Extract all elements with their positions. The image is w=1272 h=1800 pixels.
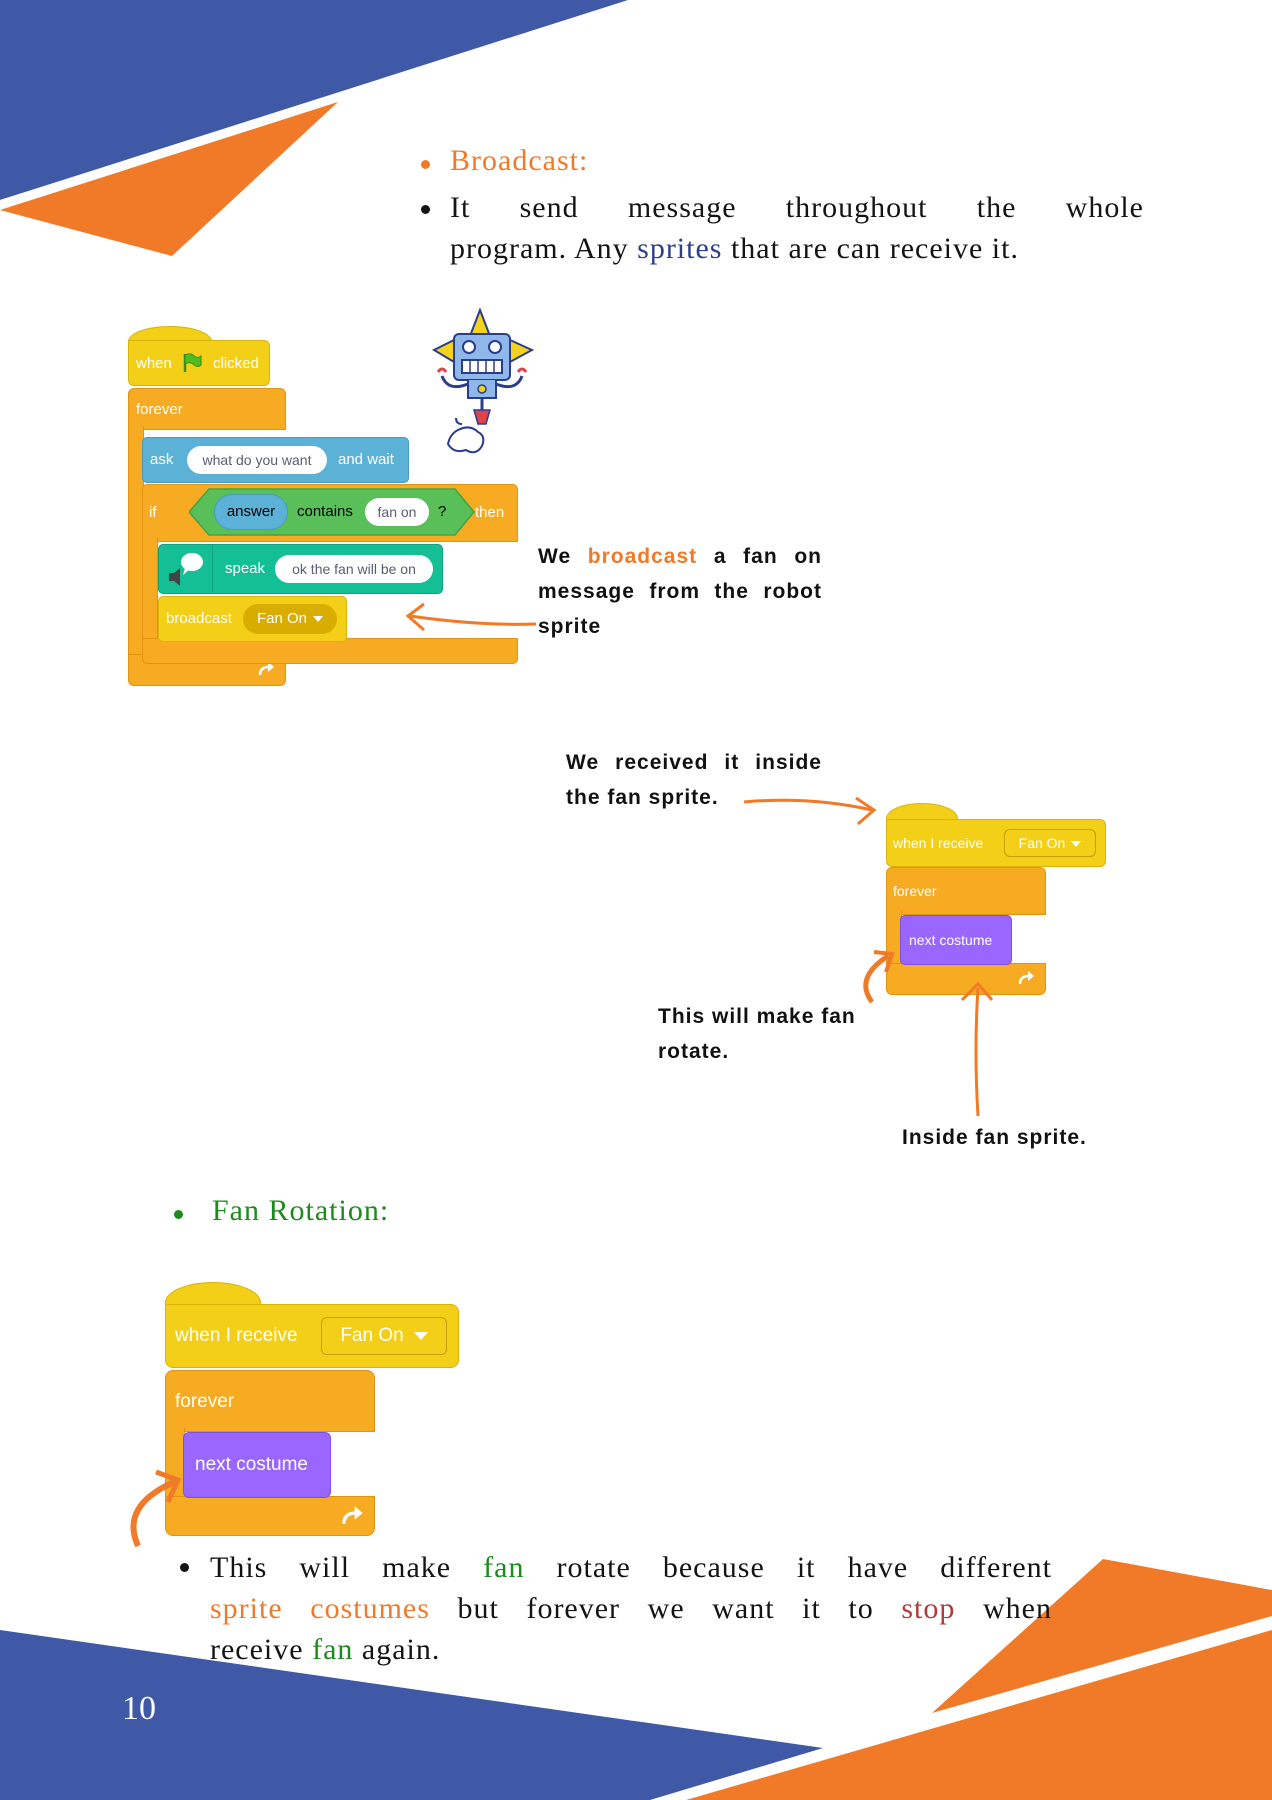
- top-blue-triangle: [0, 0, 628, 200]
- contains-input[interactable]: fan on: [365, 498, 429, 526]
- when-i-receive-label: when I receive: [175, 1325, 298, 1346]
- green-flag-icon: [183, 353, 202, 372]
- broadcast-highlight: broadcast: [587, 545, 698, 568]
- message-dropdown[interactable]: Fan On: [1004, 829, 1096, 857]
- loop-arrow-icon: [258, 662, 274, 676]
- when-i-receive-block[interactable]: when I receive Fan On: [886, 819, 1106, 867]
- arrow-up-icon: [960, 981, 994, 1117]
- para-text: again.: [353, 1633, 441, 1666]
- bullet-broadcast-desc: [421, 205, 430, 214]
- para-text: receive: [210, 1633, 313, 1666]
- fan-highlight: fan: [312, 1633, 354, 1666]
- forever-label: forever: [893, 883, 937, 899]
- ask-label: ask: [150, 451, 174, 468]
- fan-script-small: when I receive Fan On forever next costu…: [885, 803, 1106, 1003]
- message-value: Fan On: [1018, 835, 1066, 851]
- robot-sprite-image: [431, 307, 535, 454]
- when-i-receive-block[interactable]: when I receive Fan On: [165, 1304, 459, 1368]
- next-costume-label: next costume: [195, 1454, 308, 1475]
- broadcast-desc-line1: It send message throughout the whole: [450, 191, 1144, 224]
- sprites-highlight: sprites: [637, 232, 723, 265]
- loop-arrow-icon: [1018, 971, 1034, 985]
- robot-script: when clicked forever ask what do you wan…: [127, 326, 518, 706]
- chevron-down-icon: [1071, 841, 1082, 848]
- forever-bottom: [165, 1496, 375, 1536]
- answer-reporter[interactable]: answer: [214, 494, 288, 530]
- bottom-line2: sprite costumes but forever we want it t…: [210, 1588, 1052, 1629]
- arrow-to-broadcast-icon: [405, 602, 537, 632]
- loop-arrow-icon: [342, 1506, 363, 1524]
- fan-rotation-heading: Fan Rotation:: [212, 1194, 390, 1227]
- message-dropdown[interactable]: Fan On: [321, 1317, 447, 1355]
- chevron-down-icon: [413, 1331, 428, 1340]
- clicked-label: clicked: [213, 355, 259, 372]
- next-costume-block[interactable]: next costume: [183, 1432, 331, 1498]
- para-text: rotate because it have different: [524, 1551, 1052, 1584]
- bottom-paragraph: This will make fan rotate because it hav…: [210, 1547, 1052, 1670]
- desc-text: that are can receive it.: [722, 232, 1019, 265]
- when-flag-clicked-block[interactable]: when clicked: [128, 340, 270, 386]
- broadcast-block[interactable]: broadcast Fan On: [158, 596, 347, 642]
- bottom-orange-band: [686, 1630, 1272, 1800]
- if-label: if: [149, 504, 157, 521]
- note-rotate: This will make fan rotate.: [658, 1005, 856, 1063]
- bottom-orange-triangle: [932, 1559, 1272, 1713]
- top-orange-triangle: [0, 102, 338, 256]
- next-costume-label: next costume: [909, 932, 993, 948]
- broadcast-description: It send message throughout the whole pro…: [450, 187, 1144, 269]
- note-text: We: [538, 545, 588, 568]
- note-broadcast: We broadcast a fan on message from the r…: [538, 539, 822, 644]
- forever-block[interactable]: forever: [128, 388, 286, 430]
- when-i-receive-label: when I receive: [893, 835, 984, 851]
- forever-block[interactable]: forever: [165, 1370, 375, 1432]
- para-text: This will make: [210, 1551, 484, 1584]
- bottom-blue-shape: [0, 1630, 823, 1800]
- ask-block[interactable]: ask what do you want and wait: [142, 437, 409, 483]
- stop-highlight: stop: [901, 1592, 956, 1625]
- then-label: then: [475, 504, 505, 521]
- contains-label: contains: [297, 503, 353, 520]
- para-text: when: [955, 1592, 1052, 1625]
- speak-input[interactable]: ok the fan will be on: [275, 555, 433, 583]
- speak-divider: [212, 545, 213, 593]
- curved-arrow-icon: [863, 950, 895, 1004]
- question-mark-label: ?: [438, 503, 447, 520]
- broadcast-message-dropdown[interactable]: Fan On: [243, 604, 337, 634]
- next-costume-block[interactable]: next costume: [900, 915, 1012, 965]
- and-wait-label: and wait: [338, 451, 394, 468]
- curved-arrow-icon: [130, 1469, 182, 1548]
- forever-block[interactable]: forever: [886, 867, 1046, 915]
- sprite-costumes-highlight: sprite costumes: [210, 1592, 430, 1625]
- note-inside: Inside fan sprite.: [902, 1126, 1087, 1149]
- forever-label: forever: [136, 401, 183, 418]
- broadcast-heading: Broadcast:: [450, 144, 589, 177]
- arrow-to-fan-script-icon: [743, 796, 877, 826]
- para-text: but forever we want it to: [429, 1592, 902, 1625]
- speak-block[interactable]: speak ok the fan will be on: [158, 544, 443, 594]
- note-received: We received it inside the fan sprite.: [566, 751, 822, 809]
- broadcast-label: broadcast: [166, 610, 232, 627]
- bottom-line1: This will make fan rotate because it hav…: [210, 1547, 1052, 1588]
- bullet-broadcast: [421, 160, 430, 169]
- fan-highlight: fan: [483, 1551, 525, 1584]
- forever-label: forever: [175, 1391, 235, 1412]
- speak-label: speak: [225, 560, 266, 577]
- message-value: Fan On: [340, 1325, 404, 1346]
- note-text: a fan on message from the robot sprite: [538, 545, 822, 638]
- if-arm: [142, 538, 158, 640]
- top-white-stripe: [0, 92, 350, 210]
- bullet-bottom: [180, 1563, 189, 1572]
- bullet-fan-rotation: [174, 1210, 183, 1219]
- broadcast-message: Fan On: [256, 610, 308, 627]
- chevron-down-icon: [313, 616, 324, 623]
- when-label: when: [136, 355, 172, 372]
- fan-script-large: when I receive Fan On forever next costu…: [164, 1282, 460, 1536]
- desc-text: program. Any: [450, 232, 638, 265]
- page-number: 10: [122, 1690, 156, 1727]
- broadcast-desc-line2: program. Any sprites that are can receiv…: [450, 228, 1144, 269]
- ask-input[interactable]: what do you want: [187, 446, 327, 474]
- speaker-icon: [169, 553, 203, 586]
- bottom-line3: receive fan again.: [210, 1629, 1052, 1670]
